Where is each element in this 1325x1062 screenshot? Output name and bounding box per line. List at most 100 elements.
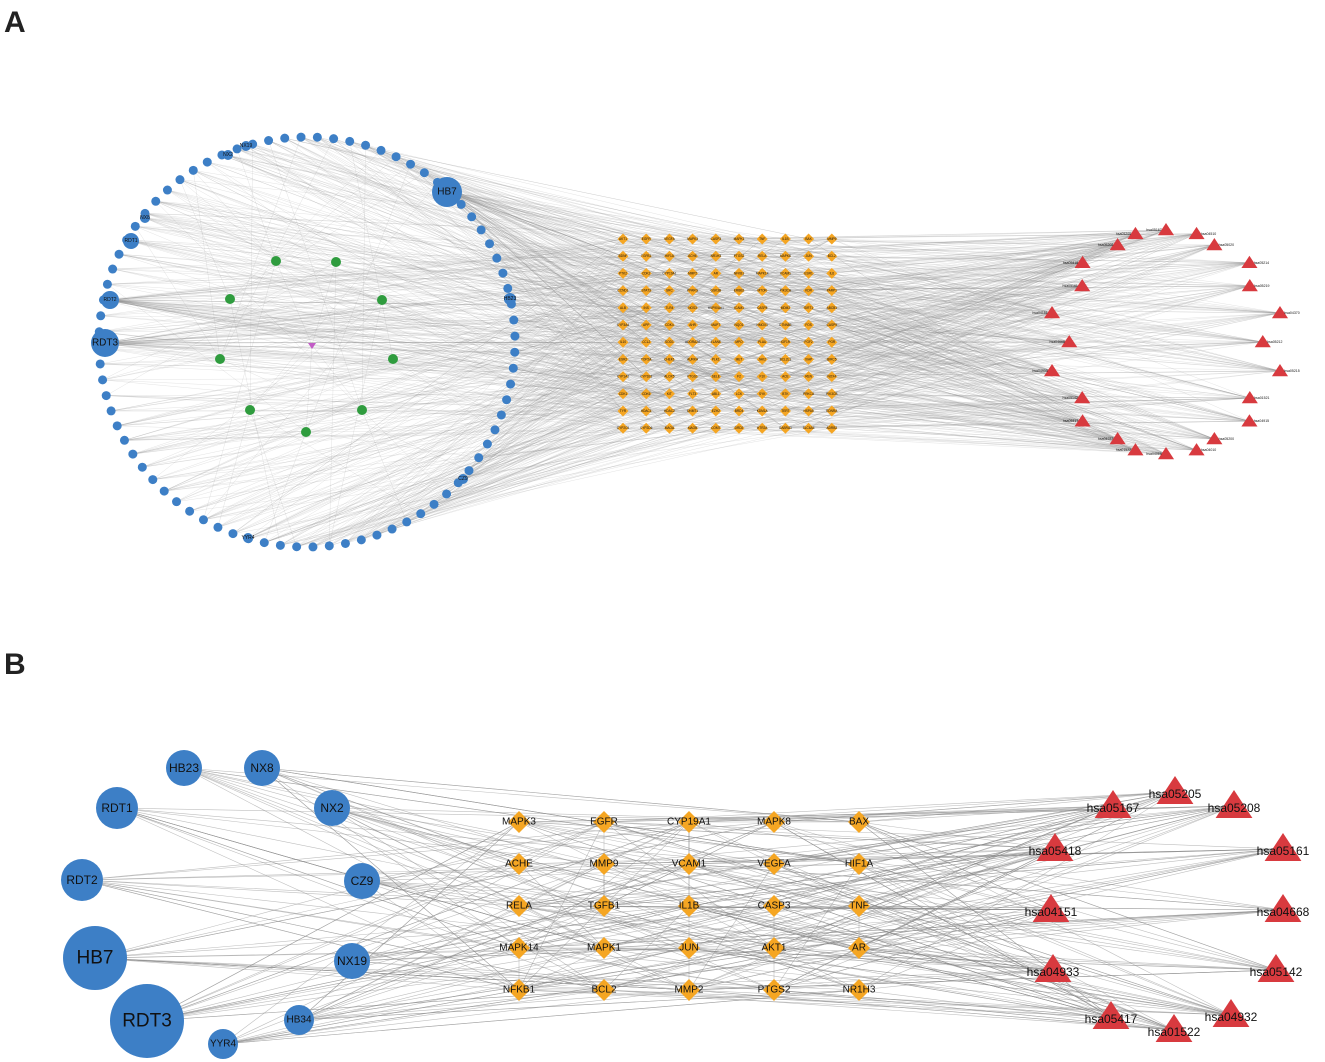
pathway-label: hsa05418 xyxy=(1029,844,1082,858)
target-node xyxy=(678,937,700,959)
target-label: NFKB1 xyxy=(734,271,745,275)
target-node xyxy=(733,422,745,434)
pathway-node xyxy=(1127,226,1144,240)
target-label: PTGS2 xyxy=(734,254,745,258)
pathway-label: hsa04933 xyxy=(1027,965,1080,979)
target-label: SOD1 xyxy=(665,340,674,344)
target-label: HDAC1 xyxy=(641,409,652,413)
target-node xyxy=(733,353,745,365)
target-label: CYP1B1 xyxy=(640,375,652,379)
target-node xyxy=(733,371,745,383)
compound-node xyxy=(510,331,520,341)
pathway-label: hsa05161 xyxy=(1257,844,1310,858)
pathway-label: hsa04151 xyxy=(1032,311,1047,315)
compound-node xyxy=(498,268,508,278)
target-label: CASP3 xyxy=(758,901,791,912)
pathway-node xyxy=(1043,306,1061,319)
target-label: AURKA xyxy=(687,357,699,361)
target-node xyxy=(779,405,791,417)
target-label: BAX xyxy=(849,817,869,828)
target-node xyxy=(617,319,629,331)
compound-node xyxy=(175,175,185,185)
target-label: STAT3 xyxy=(641,289,651,293)
pathway-node xyxy=(1241,391,1258,404)
pathway-node xyxy=(1271,363,1289,377)
target-label: VCAM1 xyxy=(780,271,791,275)
target-label: ADRB2 xyxy=(826,426,837,430)
pathway-node xyxy=(1264,833,1302,861)
target-node xyxy=(779,371,791,383)
target-label: ADORA2A xyxy=(685,340,701,344)
target-label: CTNNB1 xyxy=(779,323,792,327)
target-label: HTR2A xyxy=(757,426,768,430)
target-label: MAPK3 xyxy=(502,817,536,828)
compound-node xyxy=(159,486,169,496)
ingredient-node xyxy=(225,294,235,304)
target-label: MAPK14 xyxy=(756,271,769,275)
target-label: AKT1 xyxy=(619,237,627,241)
compound-node xyxy=(108,264,118,274)
pathway-node xyxy=(1157,447,1175,460)
target-node xyxy=(779,250,791,262)
compound-node xyxy=(429,499,439,509)
target-label: AR xyxy=(714,271,719,275)
compound-node xyxy=(123,233,139,249)
compound-node xyxy=(492,253,502,263)
target-node xyxy=(848,937,870,959)
pathway-label: hsa04932 xyxy=(1098,437,1113,441)
compound-label: RDT2 xyxy=(103,297,116,303)
pathway-node xyxy=(1036,833,1074,861)
target-label: HDAC2 xyxy=(664,409,675,413)
target-label: SLC6A4 xyxy=(803,426,815,430)
target-node xyxy=(640,422,652,434)
target-label: PLK1 xyxy=(712,357,720,361)
target-node xyxy=(756,250,768,262)
pathway-node xyxy=(1157,223,1175,236)
target-label: MAOB xyxy=(688,426,697,430)
pathway-node xyxy=(1241,414,1258,427)
pathway-label: hsa05142 xyxy=(1250,965,1303,979)
compound-node xyxy=(185,506,195,516)
compound-node xyxy=(419,168,429,178)
compound-node xyxy=(442,489,452,499)
ingredient-node xyxy=(245,405,255,415)
target-label: PPARG xyxy=(687,289,698,293)
target-node xyxy=(756,267,768,279)
target-node xyxy=(593,895,615,917)
target-node xyxy=(826,405,838,417)
target-label: CHEK1 xyxy=(664,357,675,361)
pathway-label: hsa05212 xyxy=(1267,340,1282,344)
target-node xyxy=(663,267,675,279)
pathway-label: hsa05161 xyxy=(1063,284,1078,288)
compound-node xyxy=(98,375,108,385)
pathway-label: hsa04932 xyxy=(1205,1010,1258,1024)
target-node xyxy=(687,336,699,348)
panel-a-edges xyxy=(99,136,1281,548)
compound-node xyxy=(264,136,274,146)
target-node xyxy=(710,285,722,297)
target-node xyxy=(640,319,652,331)
target-node xyxy=(508,853,530,875)
target-label: SELE xyxy=(712,375,720,379)
pathway-label: hsa04915 xyxy=(1254,419,1269,423)
target-node xyxy=(678,853,700,875)
target-node xyxy=(803,233,815,245)
target-label: MAPK14 xyxy=(499,943,539,954)
target-node xyxy=(617,302,629,314)
pathway-label: hsa05142 xyxy=(1063,396,1078,400)
pathway-node xyxy=(1156,776,1194,804)
target-node xyxy=(687,285,699,297)
compound-node xyxy=(162,185,172,195)
target-node xyxy=(848,895,870,917)
pathway-label: hsa01522 xyxy=(1116,448,1131,452)
target-label: HIF1A xyxy=(665,254,675,258)
target-label: NQO1 xyxy=(734,323,743,327)
target-label: KIT xyxy=(667,392,672,396)
compound-node xyxy=(137,462,147,472)
compound-node xyxy=(296,132,306,142)
target-label: TNF xyxy=(759,237,765,241)
target-node xyxy=(710,371,722,383)
compound-node xyxy=(243,533,253,543)
panel-a-label: A xyxy=(4,6,26,39)
compound-label: CZ9 xyxy=(351,874,374,888)
